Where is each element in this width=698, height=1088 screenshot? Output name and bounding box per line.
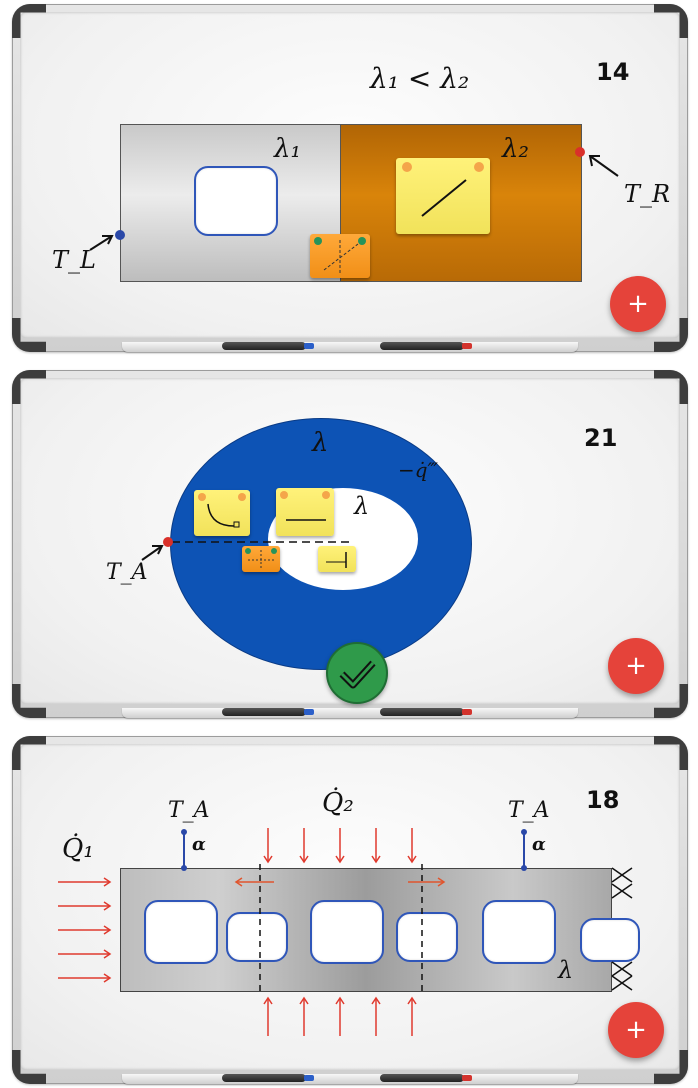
marker-tray	[122, 708, 578, 718]
exercise-number: 14	[596, 58, 630, 86]
pin-icon	[358, 237, 366, 245]
completed-check-icon[interactable]	[326, 642, 388, 704]
cavity	[144, 900, 218, 964]
marker-icon	[222, 1074, 314, 1082]
tr-label: T_R	[624, 180, 671, 208]
sticky-note-interface[interactable]	[310, 234, 370, 278]
flat-graph-icon	[286, 519, 326, 521]
pin-icon	[198, 493, 206, 501]
ta-label: T_A	[106, 560, 148, 585]
lambda1-label: λ₁	[274, 134, 301, 164]
sticky-note-interface[interactable]	[242, 546, 280, 572]
sticky-note-linear[interactable]	[396, 158, 490, 234]
tl-label: T_L	[52, 246, 96, 274]
lambda-outer-label: λ	[312, 428, 329, 458]
pin-icon	[271, 548, 277, 554]
pin-icon	[245, 548, 251, 554]
pin-icon	[402, 162, 412, 172]
marker-tray	[122, 342, 578, 352]
linear-graph-icon	[421, 179, 467, 217]
interface-graph-icon	[323, 240, 359, 274]
q2-label: Q̇₂	[322, 788, 354, 818]
ta-left-label: T_A	[168, 798, 210, 823]
sticky-note-step[interactable]	[318, 546, 356, 572]
marker-icon	[380, 342, 472, 350]
q1-label: Q̇₁	[62, 834, 94, 864]
pin-icon	[238, 493, 246, 501]
heat-generation-label: −q̇‴	[398, 458, 438, 482]
marker-icon	[380, 1074, 472, 1082]
cavity	[310, 900, 384, 964]
marker-icon	[380, 708, 472, 716]
marker-tray	[122, 1074, 578, 1084]
alpha-right-label: α	[532, 834, 546, 855]
right-boundary-point[interactable]	[575, 147, 585, 157]
whiteboard-card-14[interactable]: λ₁ < λ₂ 14 λ₁ λ₂ T_L T_R +	[12, 4, 688, 352]
lambda-inner-label: λ	[354, 492, 370, 520]
cavity	[194, 166, 278, 236]
pin-icon	[322, 491, 330, 499]
add-button[interactable]: +	[608, 638, 664, 694]
left-boundary-point[interactable]	[115, 230, 125, 240]
whiteboard-card-18[interactable]: 18	[12, 736, 688, 1084]
cavity	[482, 900, 556, 964]
pin-icon	[474, 162, 484, 172]
add-button[interactable]: +	[610, 276, 666, 332]
cavity	[396, 912, 458, 962]
whiteboard-card-21[interactable]: 21 λ λ −q̇‴ T_A	[12, 370, 688, 718]
ta-right-label: T_A	[508, 798, 550, 823]
pin-icon	[280, 491, 288, 499]
pin-icon	[314, 237, 322, 245]
add-button[interactable]: +	[608, 1002, 664, 1058]
marker-icon	[222, 342, 314, 350]
exercise-number: 18	[586, 786, 620, 814]
lambda-label: λ	[558, 956, 574, 984]
exercise-number: 21	[584, 424, 618, 452]
alpha-left-label: α	[192, 834, 206, 855]
formula-label: λ₁ < λ₂	[370, 62, 470, 95]
boundary-point[interactable]	[163, 537, 173, 547]
curve-graph-icon	[207, 503, 240, 528]
marker-icon	[222, 708, 314, 716]
cavity	[226, 912, 288, 962]
sticky-note-flat[interactable]	[276, 488, 334, 536]
sticky-note-curve[interactable]	[194, 490, 250, 536]
lambda2-label: λ₂	[502, 134, 529, 164]
interface-graph-icon	[248, 550, 274, 570]
cavity	[580, 918, 640, 962]
step-graph-icon	[326, 552, 347, 568]
